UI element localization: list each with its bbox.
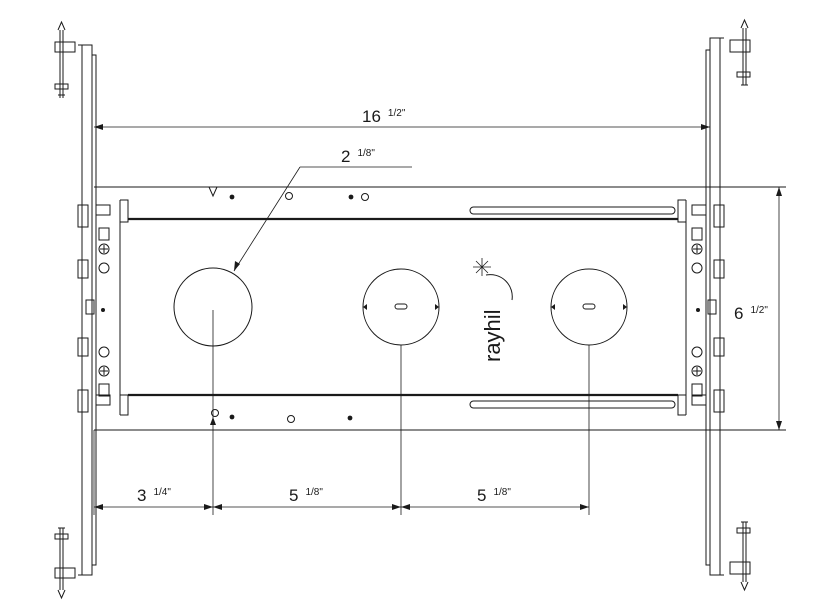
screw-icon [98, 365, 110, 377]
screw-icon [98, 243, 110, 255]
starburst-icon [473, 258, 491, 276]
brand-logo: rayhil [473, 258, 513, 362]
nail-icon [729, 18, 751, 86]
svg-text:2 1/8": 2 1/8" [341, 147, 375, 166]
svg-text:6 1/2": 6 1/2" [734, 304, 768, 323]
svg-text:5 1/8": 5 1/8" [289, 486, 323, 505]
dimension-hole-diameter: 2 1/8" [233, 147, 412, 272]
first-offset-fraction: 1/4" [153, 487, 171, 498]
spacing-b-whole: 5 [477, 486, 486, 505]
nail-icon [54, 527, 76, 600]
first-offset-whole: 3 [137, 486, 146, 505]
svg-text:16 1/2": 16 1/2" [362, 107, 406, 126]
dimension-overall-width: 16 1/2" [94, 107, 710, 130]
bar-height-whole: 6 [734, 304, 743, 323]
bar-height-fraction: 1/2" [750, 305, 768, 316]
mounting-plate [94, 186, 786, 431]
knockout-hole-right [550, 268, 628, 346]
screw-icon [691, 243, 703, 255]
hole-diameter-whole: 2 [341, 147, 350, 166]
left-bracket [77, 44, 111, 576]
overall-width-fraction: 1/2" [388, 108, 406, 119]
spacing-a-fraction: 1/8" [305, 487, 323, 498]
brand-name: rayhil [480, 309, 505, 362]
dimension-spacing-b: 5 1/8" [401, 486, 589, 510]
knockout-hole-center [362, 268, 440, 346]
nail-icon [729, 521, 751, 592]
nail-icon [54, 20, 76, 98]
svg-text:3 1/4": 3 1/4" [137, 486, 171, 505]
overall-width-whole: 16 [362, 107, 381, 126]
right-bracket [691, 37, 725, 576]
dimension-first-offset: 3 1/4" [94, 486, 213, 510]
screw-icon [691, 365, 703, 377]
dimension-bar-height: 6 1/2" [734, 187, 782, 430]
svg-text:5 1/8": 5 1/8" [477, 486, 511, 505]
dimension-spacing-a: 5 1/8" [213, 486, 401, 510]
spacing-b-fraction: 1/8" [493, 487, 511, 498]
spacing-a-whole: 5 [289, 486, 298, 505]
hole-diameter-fraction: 1/8" [357, 148, 375, 159]
